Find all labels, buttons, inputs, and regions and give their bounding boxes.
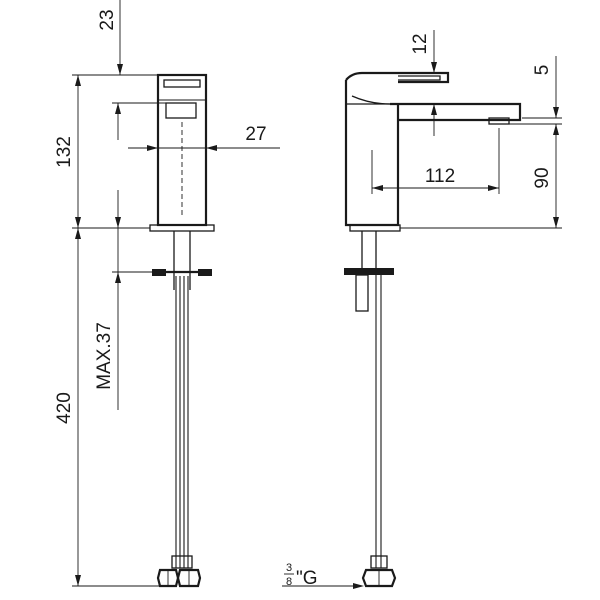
- dim-420-arrow-bottom: [75, 575, 81, 586]
- dim-inner-arrow-top: [115, 103, 121, 114]
- side-view: [344, 71, 522, 588]
- connection-label: 3 8 "G: [282, 562, 364, 589]
- dim-112-label: 112: [425, 166, 455, 187]
- dim-max37-arrow: [115, 272, 121, 283]
- dim-max37-label: MAX.37: [94, 322, 115, 390]
- dim-132-arrow-top: [75, 75, 81, 86]
- side-hose-crimp: [370, 555, 388, 569]
- side-lever-curve: [351, 95, 391, 105]
- dim-112-arrow-left: [372, 185, 383, 191]
- side-lever-slot: [398, 75, 441, 81]
- dim-12-label: 12: [410, 33, 431, 54]
- front-spout-outlet: [165, 102, 197, 119]
- dim-12-arrow-top: [431, 62, 437, 73]
- connection-numerator: 3: [286, 562, 292, 574]
- dim-12-arrow-bottom: [431, 104, 437, 115]
- side-threaded-rod: [355, 274, 369, 312]
- side-dimensions: 12 5 90 112: [371, 30, 562, 229]
- dim-23-arrow: [117, 64, 123, 75]
- dim-90-arrow-top: [553, 124, 559, 135]
- dim-27-arrow-left: [147, 145, 158, 151]
- front-view: [149, 73, 215, 588]
- front-dimensions: 23 132 27 420 MAX.37: [54, 0, 280, 587]
- dim-90-label: 90: [532, 167, 553, 188]
- dim-27-label: 27: [245, 124, 266, 145]
- connection-thread-type: "G: [296, 568, 318, 589]
- dim-420-label: 420: [54, 392, 75, 424]
- dim-inner-arrow-bottom: [115, 217, 121, 228]
- dim-112-arrow-right: [488, 185, 499, 191]
- front-lever-slot: [163, 79, 201, 88]
- side-spout-outlet: [488, 117, 510, 125]
- dim-132-arrow-bottom: [75, 217, 81, 228]
- front-hex-nut-left: [156, 568, 180, 588]
- dim-420-arrow-top: [75, 228, 81, 239]
- front-hose-crimp: [171, 555, 193, 569]
- dim-5-arrow-top: [553, 107, 559, 118]
- side-spout: [390, 102, 522, 122]
- front-hex-nut-right: [176, 568, 202, 588]
- dim-23-label: 23: [97, 9, 118, 30]
- dim-132-label: 132: [54, 136, 75, 168]
- dim-90-arrow-bottom: [553, 217, 559, 228]
- connection-arrow: [353, 583, 364, 589]
- dim-27-arrow-right: [206, 145, 217, 151]
- side-mounting-plate: [344, 268, 394, 275]
- side-hex-nut: [361, 568, 397, 588]
- connection-denominator: 8: [286, 576, 292, 588]
- dim-5-label: 5: [532, 65, 553, 76]
